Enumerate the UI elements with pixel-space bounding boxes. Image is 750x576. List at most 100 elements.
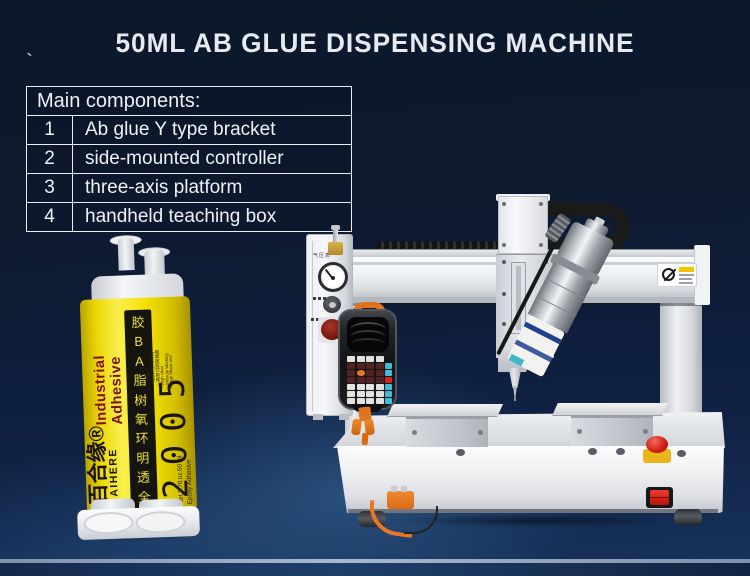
pendant-key [375, 398, 384, 404]
gauge-hub [331, 276, 335, 280]
pendant-key [366, 377, 375, 383]
knob-label-mark [313, 297, 327, 300]
screen-ridge [351, 338, 385, 350]
controller-foot-tab [313, 414, 323, 420]
pendant-strap-tail [361, 432, 369, 446]
connector-pin [401, 486, 407, 492]
pendant-key [356, 384, 365, 390]
bottom-band [0, 563, 750, 576]
pendant-keypad [347, 356, 393, 405]
table-row: 4 handheld teaching box [26, 202, 352, 232]
table-screw [478, 430, 483, 435]
screen-ridge [350, 322, 386, 338]
air-fitting-cap [331, 225, 340, 230]
deck-screw [456, 449, 465, 456]
power-switch-split [650, 497, 669, 498]
z-carriage-rail [516, 266, 521, 330]
pendant-key [347, 363, 355, 369]
row-number: 2 [26, 144, 73, 174]
y-table-left-block [406, 417, 488, 447]
pendant-key [356, 370, 365, 376]
z-column-screw [539, 202, 543, 206]
deck-screw [677, 450, 686, 457]
y-table-left-plate [387, 404, 503, 417]
pendant-key [385, 377, 393, 383]
teach-pendant [338, 309, 397, 410]
table-row: 3 three-axis platform [26, 173, 352, 203]
pendant-key [366, 363, 375, 369]
table-header-row: Main components: [26, 86, 352, 116]
machine-shadow [345, 512, 720, 530]
pendant-key [366, 398, 375, 404]
air-fitting-body [328, 242, 343, 255]
table-row: 1 Ab glue Y type bracket [26, 115, 352, 145]
pendant-key [347, 391, 355, 397]
label-brand-en: BAIHERE [106, 447, 121, 507]
pendant-key [366, 384, 375, 390]
deck-screw [616, 448, 625, 455]
pendant-key [375, 384, 384, 390]
page-title: 50ML AB GLUE DISPENSING MACHINE [115, 28, 635, 58]
gauge-label: 气压表 [313, 253, 332, 259]
z-column-screw [502, 202, 506, 206]
pendant-key [366, 356, 375, 362]
machine-foot [674, 509, 702, 525]
connector-pin [391, 486, 397, 492]
pendant-key [347, 398, 355, 404]
row-label: three-axis platform [72, 173, 352, 203]
pendant-key [366, 370, 375, 376]
base-bottom-shadow [348, 509, 718, 513]
table-screw [577, 429, 582, 434]
pendant-key [356, 391, 365, 397]
pendant-key [375, 370, 384, 376]
pendant-key [385, 384, 393, 390]
warning-label [657, 263, 697, 287]
pendant-key [385, 356, 392, 362]
controller-panel-line [312, 241, 313, 411]
pendant-key [385, 398, 393, 404]
orange-connector [387, 491, 414, 509]
pendant-key [347, 370, 355, 376]
controller-foot-tab [339, 414, 349, 420]
knob-center [329, 302, 336, 308]
row-number: 1 [26, 115, 73, 145]
table-screw [643, 429, 648, 434]
pendant-key [356, 377, 365, 383]
pendant-key [375, 356, 384, 362]
y-table-right-plate [552, 403, 668, 416]
pendant-key [375, 377, 384, 383]
warning-header-bar [679, 267, 694, 272]
ab-glue-cartridge: 胶 B A 脂 树 氧 环 明 透 全 Industrial Adhesive … [64, 233, 210, 548]
bottom-divider-line [0, 559, 750, 563]
warning-text-line [679, 274, 694, 276]
components-table: Main components: 1 Ab glue Y type bracke… [26, 86, 352, 232]
pendant-key [375, 363, 384, 369]
pendant-key [356, 356, 365, 362]
row-label: side-mounted controller [72, 144, 352, 174]
dispense-nozzle-tip [513, 386, 517, 396]
pendant-key [347, 356, 355, 362]
carriage-hole [502, 292, 506, 296]
pendant-key [347, 377, 355, 383]
dispense-nozzle [508, 368, 522, 388]
row-number: 3 [26, 173, 73, 203]
warning-text-line [679, 278, 692, 280]
air-fitting-pin [333, 228, 338, 244]
deck-screw [588, 448, 597, 455]
pendant-key [385, 391, 393, 397]
warning-text-line [679, 282, 693, 284]
pendant-key [356, 363, 365, 369]
z-column-screw [539, 243, 543, 247]
pendant-key [375, 391, 384, 397]
table-row: 2 side-mounted controller [26, 144, 352, 174]
plunger-stem-left [117, 238, 135, 271]
carriage-hole [502, 322, 506, 326]
row-number: 4 [26, 202, 73, 232]
row-label: Ab glue Y type bracket [72, 115, 352, 145]
pendant-key [385, 370, 393, 376]
controller-stop-button [321, 319, 343, 340]
table-screw [412, 430, 417, 435]
z-column-screw [502, 243, 506, 247]
estop-base [643, 449, 671, 463]
